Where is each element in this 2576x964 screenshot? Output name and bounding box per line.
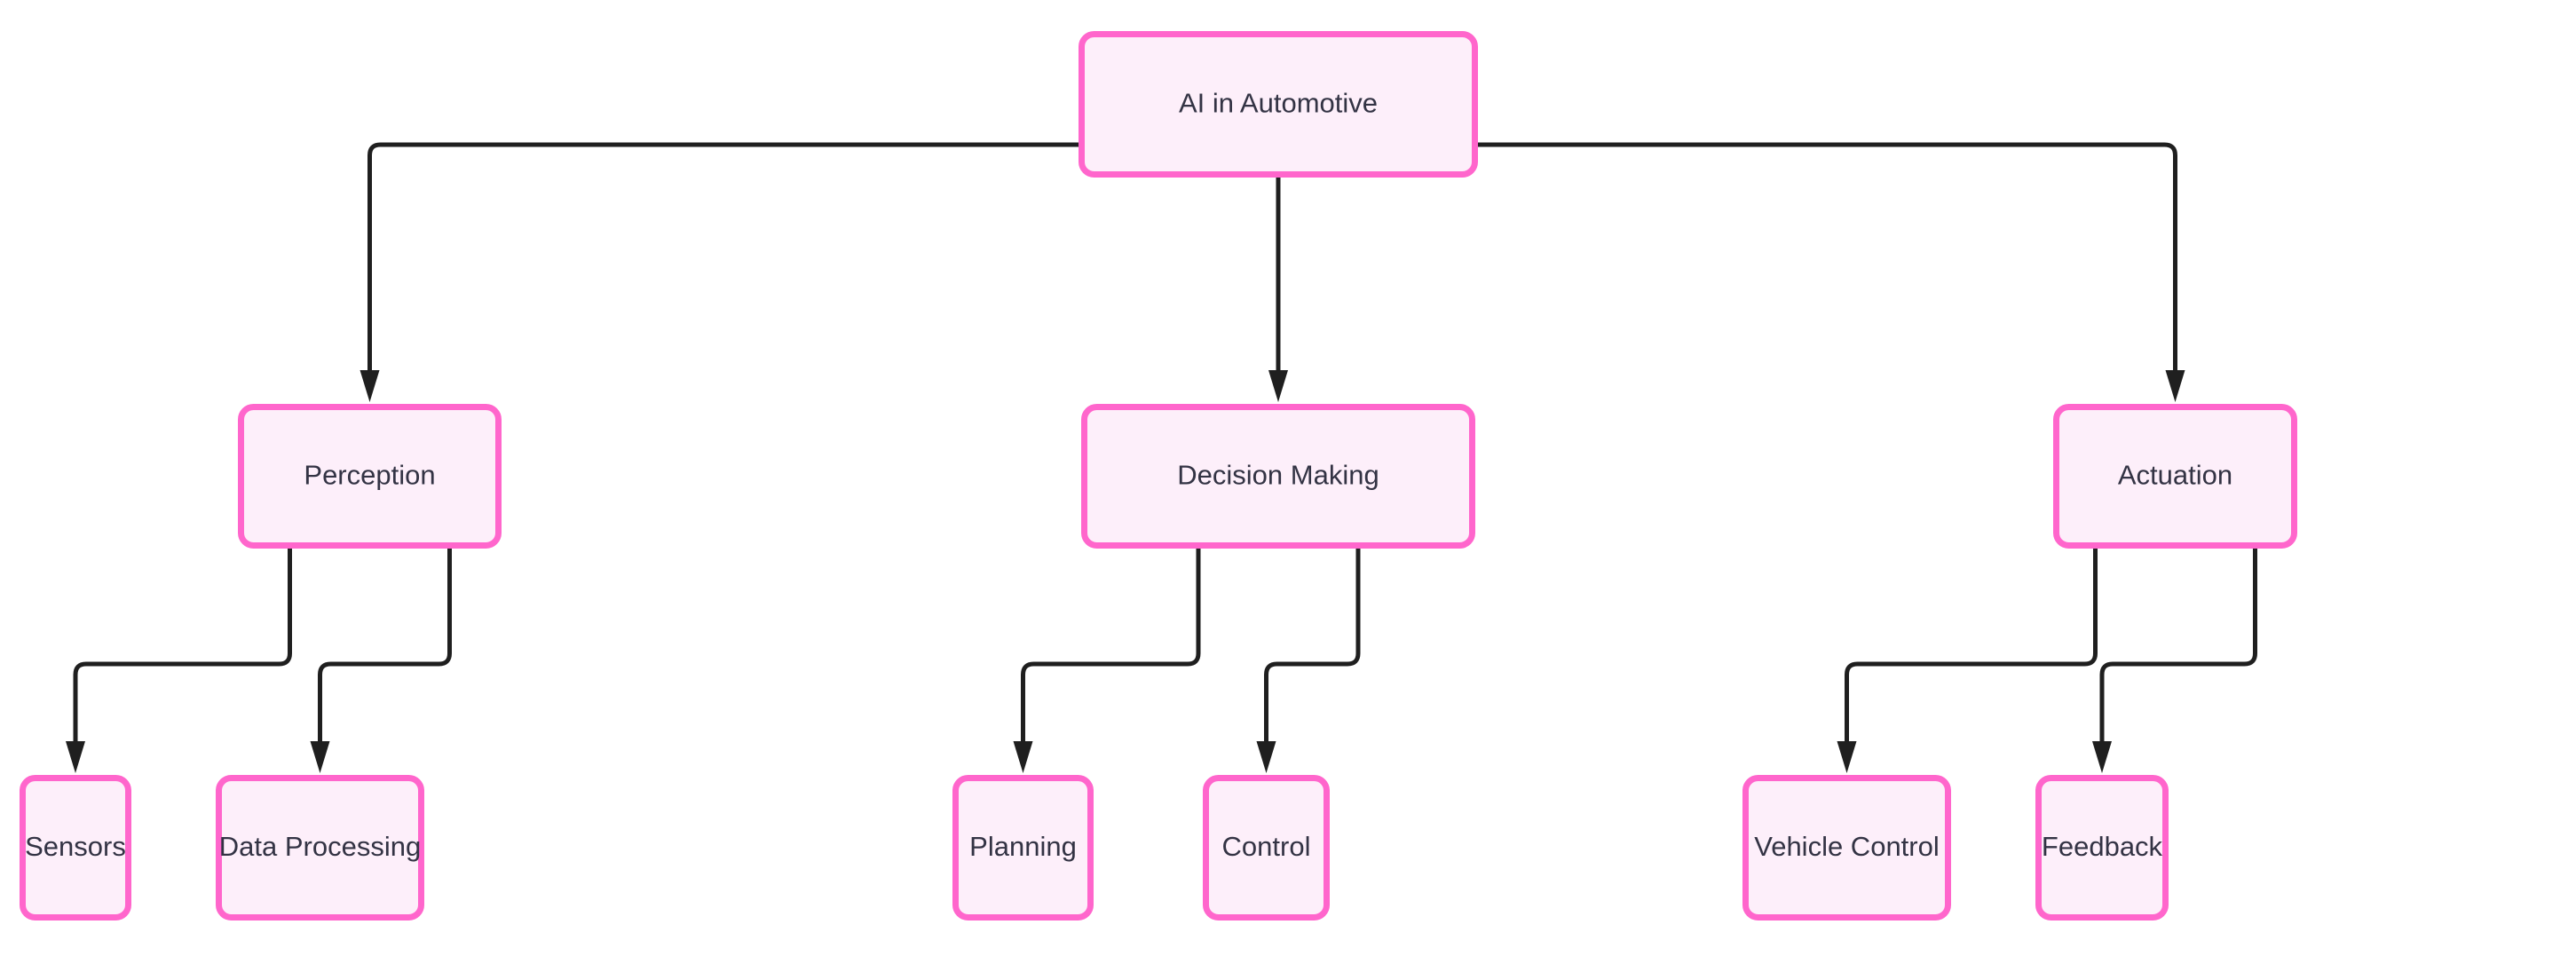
- node-label: Perception: [304, 460, 435, 491]
- flow-node-data-processing[interactable]: Data Processing: [216, 775, 424, 921]
- node-label: Feedback: [2042, 831, 2163, 862]
- flow-node-actuation[interactable]: Actuation: [2053, 404, 2297, 549]
- node-box[interactable]: [238, 404, 502, 549]
- flow-edge: [360, 131, 1121, 402]
- node-box[interactable]: [1742, 775, 1951, 921]
- flow-edge: [1268, 178, 1288, 402]
- node-label: Vehicle Control: [1754, 831, 1940, 862]
- flow-edge: [1256, 549, 1361, 773]
- flow-node-planning[interactable]: Planning: [952, 775, 1094, 921]
- node-box[interactable]: [2053, 404, 2297, 549]
- node-box[interactable]: [2035, 775, 2169, 921]
- node-box[interactable]: [1203, 775, 1330, 921]
- flow-edge: [1013, 549, 1201, 773]
- node-box[interactable]: [216, 775, 424, 921]
- node-box[interactable]: [20, 775, 131, 921]
- flow-edge: [1837, 549, 2098, 773]
- node-box[interactable]: [1081, 404, 1475, 549]
- flow-node-perception[interactable]: Perception: [238, 404, 502, 549]
- node-label: Sensors: [25, 831, 126, 862]
- flow-node-decision-making[interactable]: Decision Making: [1081, 404, 1475, 549]
- flow-node-vehicle-control[interactable]: Vehicle Control: [1742, 775, 1951, 921]
- flow-node-root[interactable]: AI in Automotive: [1079, 31, 1478, 178]
- node-label: AI in Automotive: [1179, 88, 1378, 119]
- flow-edge: [2092, 549, 2257, 773]
- flow-node-sensors[interactable]: Sensors: [20, 775, 131, 921]
- edge-layer: [66, 131, 2257, 773]
- node-label: Planning: [969, 831, 1077, 862]
- node-label: Control: [1222, 831, 1311, 862]
- flow-edge: [310, 549, 452, 773]
- flow-node-feedback[interactable]: Feedback: [2035, 775, 2169, 921]
- flow-edge: [1435, 131, 2185, 402]
- node-label: Actuation: [2118, 460, 2232, 491]
- node-box[interactable]: [1079, 31, 1478, 178]
- node-label: Decision Making: [1177, 460, 1379, 491]
- node-label: Data Processing: [219, 831, 421, 862]
- node-box[interactable]: [952, 775, 1094, 921]
- flow-edge: [66, 549, 292, 773]
- flow-node-control[interactable]: Control: [1203, 775, 1330, 921]
